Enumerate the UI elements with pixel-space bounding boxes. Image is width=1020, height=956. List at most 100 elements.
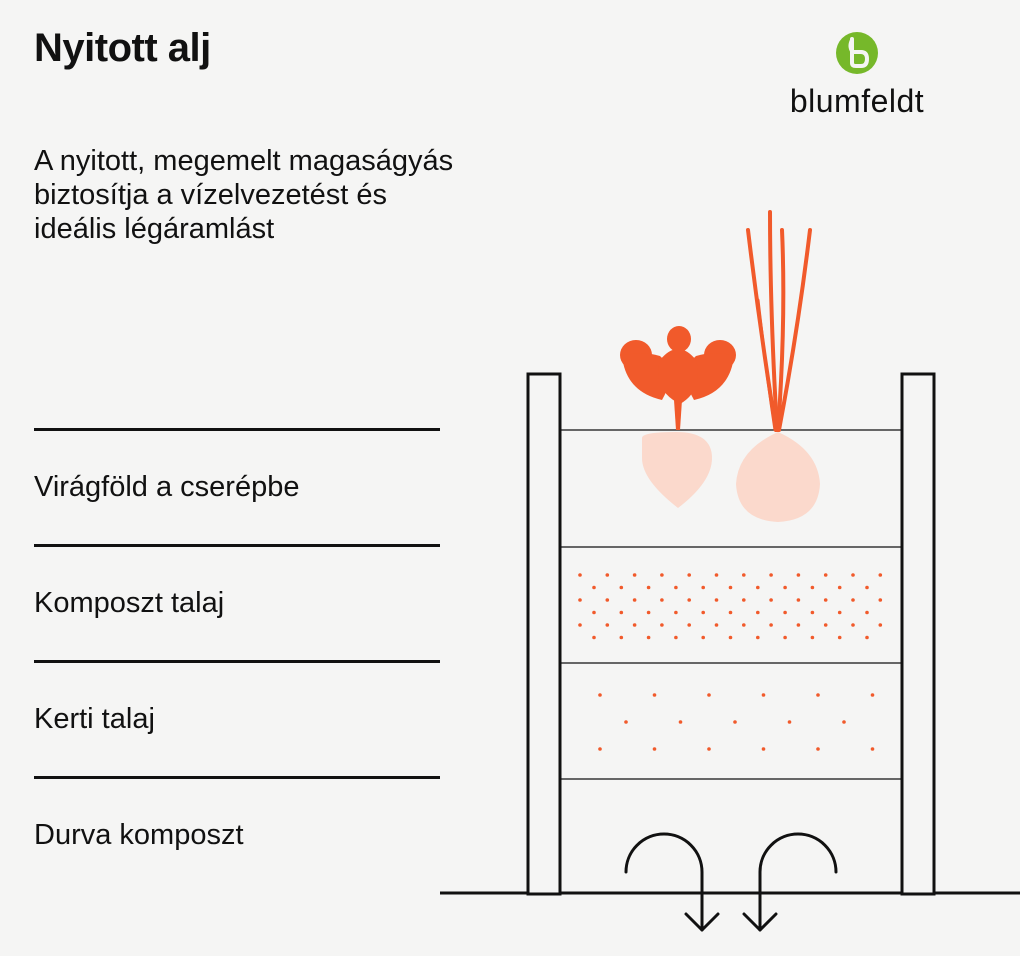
- onion-icon: [736, 210, 820, 522]
- soil-dot: [728, 610, 733, 615]
- soil-dot: [816, 693, 820, 697]
- soil-dot: [810, 635, 815, 640]
- soil-dot: [687, 598, 691, 602]
- soil-dot: [632, 598, 637, 602]
- soil-dot: [870, 747, 875, 751]
- compost-soil-dots: [578, 573, 883, 640]
- soil-dot: [756, 635, 760, 640]
- soil-dot: [578, 623, 582, 627]
- soil-dot: [714, 623, 719, 627]
- layer-item: Komposzt talaj: [34, 544, 440, 660]
- soil-dot: [756, 610, 760, 615]
- soil-dot: [769, 573, 773, 577]
- layer-label: Komposzt talaj: [34, 587, 225, 619]
- soil-dot: [756, 585, 760, 590]
- soil-dot: [783, 610, 787, 615]
- soil-dot: [728, 585, 733, 590]
- soil-dot: [769, 623, 773, 627]
- soil-dot: [605, 598, 610, 602]
- brand-name: blumfeldt: [789, 83, 925, 119]
- soil-dot: [592, 610, 596, 615]
- soil-dot: [678, 720, 683, 724]
- soil-dot: [707, 747, 711, 751]
- soil-dot: [742, 623, 746, 627]
- page-subtitle: A nyitott, megemelt magaságyás biztosítj…: [34, 145, 454, 245]
- airflow-arrow-icon: [742, 832, 838, 932]
- soil-dot: [878, 623, 883, 627]
- soil-dot: [592, 635, 596, 640]
- soil-dot: [837, 635, 842, 640]
- soil-dot: [578, 573, 582, 577]
- soil-dot: [865, 610, 869, 615]
- soil-dot: [632, 623, 637, 627]
- soil-dot: [674, 585, 678, 590]
- soil-dot: [646, 585, 651, 590]
- soil-dot: [660, 573, 664, 577]
- brand-logo: blumfeldt: [772, 30, 942, 120]
- soil-dot: [687, 573, 691, 577]
- soil-dot: [837, 610, 842, 615]
- soil-dot: [646, 635, 651, 640]
- page-title: Nyitott alj: [34, 26, 211, 70]
- layer-list: Virágföld a cserépbe Komposzt talaj Kert…: [34, 428, 440, 892]
- soil-dot: [714, 598, 719, 602]
- garden-soil-dots: [598, 693, 875, 751]
- soil-dot: [796, 573, 801, 577]
- soil-dot: [660, 598, 664, 602]
- soil-dot: [787, 720, 792, 724]
- soil-dot: [619, 610, 624, 615]
- soil-dot: [701, 610, 705, 615]
- soil-dot: [837, 585, 842, 590]
- soil-dot: [842, 720, 846, 724]
- soil-dot: [674, 635, 678, 640]
- soil-dot: [851, 573, 855, 577]
- soil-dot: [619, 635, 624, 640]
- soil-dot: [742, 598, 746, 602]
- soil-dot: [816, 747, 820, 751]
- soil-dot: [728, 635, 733, 640]
- layer-label: Durva komposzt: [34, 819, 244, 851]
- soil-dot: [592, 585, 596, 590]
- soil-dot: [578, 598, 582, 602]
- soil-dot: [796, 598, 801, 602]
- soil-dot: [733, 720, 737, 724]
- soil-dot: [823, 573, 828, 577]
- soil-dot: [851, 598, 855, 602]
- layer-item: Durva komposzt: [34, 776, 440, 892]
- soil-dot: [652, 747, 657, 751]
- soil-dot: [796, 623, 801, 627]
- soil-dot: [810, 585, 815, 590]
- soil-dot: [823, 623, 828, 627]
- soil-dot: [619, 585, 624, 590]
- soil-dot: [605, 623, 610, 627]
- bed-wall-right: [900, 372, 936, 896]
- soil-dot: [742, 573, 746, 577]
- soil-dot: [687, 623, 691, 627]
- soil-dot: [707, 693, 711, 697]
- radish-icon: [620, 326, 736, 508]
- soil-dot: [701, 635, 705, 640]
- soil-dot: [769, 598, 773, 602]
- soil-dot: [605, 573, 610, 577]
- soil-dot: [598, 747, 602, 751]
- soil-dot: [783, 585, 787, 590]
- soil-dot: [598, 693, 602, 697]
- layer-label: Kerti talaj: [34, 703, 155, 735]
- soil-dot: [652, 693, 657, 697]
- soil-dot: [632, 573, 637, 577]
- soil-dot: [624, 720, 628, 724]
- soil-dot: [865, 635, 869, 640]
- soil-dot: [761, 693, 766, 697]
- soil-dot: [823, 598, 828, 602]
- soil-dot: [783, 635, 787, 640]
- soil-dot: [674, 610, 678, 615]
- soil-dot: [660, 623, 664, 627]
- soil-dot: [878, 598, 883, 602]
- soil-dot: [761, 747, 766, 751]
- bed-wall-left: [526, 372, 562, 896]
- soil-dot: [870, 693, 875, 697]
- soil-dot: [646, 610, 651, 615]
- soil-dot: [714, 573, 719, 577]
- layer-item: Kerti talaj: [34, 660, 440, 776]
